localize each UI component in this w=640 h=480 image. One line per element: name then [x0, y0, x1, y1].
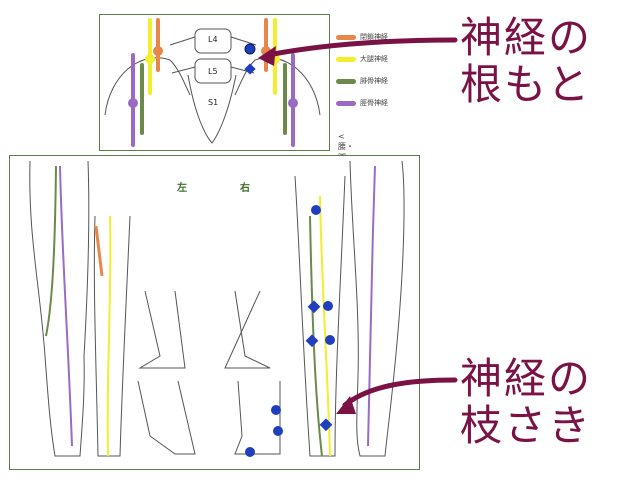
side-label-left: 左 [177, 183, 187, 194]
legend-label: 閉鎖神経 [360, 33, 388, 41]
legend-swatch [336, 56, 356, 62]
callout-root-line2: 根もと [460, 60, 592, 109]
legend-swatch [336, 34, 356, 40]
legend-swatch [336, 100, 356, 106]
legend-item-obturator: 閉鎖神経 [336, 31, 388, 43]
label-s1: S1 [208, 98, 219, 107]
callout-root-line1: 神経の [460, 13, 593, 62]
root-marker-circle [244, 43, 256, 55]
legs-panel: 左 右 [9, 155, 420, 470]
side-label-right: 右 [240, 183, 250, 194]
legs-diagram [29, 160, 405, 457]
callout-branch: 神経の 枝さき [460, 355, 592, 449]
legend-label: 大腿神経 [360, 55, 388, 63]
callout-branch-line2: 枝さき [460, 401, 593, 450]
label-l5: L5 [208, 67, 218, 76]
callout-root: 神経の 根もと [460, 14, 592, 108]
callout-branch-line1: 神経の [460, 354, 593, 403]
label-l4: L4 [208, 35, 218, 44]
spine-panel: L4 L5 S1 閉鎖神経 大腿神経 腓骨神経 脛骨神経 <腰・脚・足> [99, 14, 388, 173]
legend-item-tibial: 脛骨神経 [336, 97, 388, 109]
vertebra-l4 [194, 28, 232, 54]
legend-label: 脛骨神経 [360, 99, 388, 107]
legend-label: 腓骨神経 [360, 77, 388, 85]
legend-item-peroneal: 腓骨神経 [336, 75, 388, 87]
vertebra-l5 [194, 58, 232, 84]
legend-swatch [336, 78, 356, 84]
legend-item-femoral: 大腿神経 [336, 53, 388, 65]
spine-diagram [104, 18, 321, 147]
